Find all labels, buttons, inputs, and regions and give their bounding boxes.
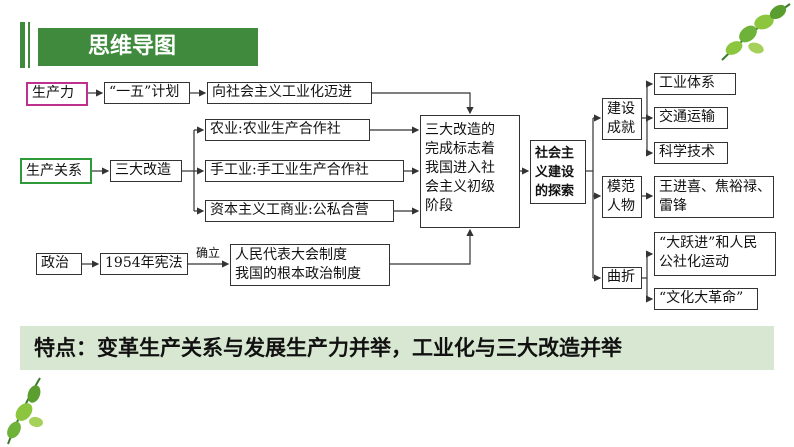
- leap-line: “大跃进”和人民: [659, 235, 758, 251]
- exploration-line: 社会主: [535, 146, 575, 161]
- achievements-line: 建设: [607, 101, 635, 117]
- models-line: 模范: [607, 179, 635, 195]
- node-industrial-system: 工业体系: [654, 73, 736, 95]
- node-agriculture: 农业:农业生产合作社: [205, 119, 370, 141]
- node-relations: 生产关系: [20, 158, 92, 184]
- node-politics: 政治: [36, 253, 82, 275]
- exploration-line: 义建设: [535, 165, 575, 180]
- model-names-line: 雷锋: [659, 198, 687, 214]
- achievements-line: 成就: [607, 120, 635, 136]
- congress-line: 人民代表大会制度: [235, 247, 347, 263]
- leap-line: 公社化运动: [659, 254, 729, 270]
- node-five-year-plan: “一五”计划: [104, 82, 190, 104]
- summary-banner: [20, 326, 774, 370]
- node-congress: 人民代表大会制度 我国的根本政治制度: [230, 244, 390, 286]
- node-productivity: 生产力: [26, 82, 88, 106]
- node-handicraft: 手工业:手工业生产合作社: [205, 160, 404, 182]
- model-names-line: 王进喜、焦裕禄、: [659, 179, 771, 195]
- summary-text: 特点：变革生产关系与发展生产力并举，工业化与三大改造并举: [34, 336, 622, 360]
- completion-line: 完成标志着: [425, 141, 495, 157]
- node-science: 科学技术: [654, 142, 728, 164]
- models-line: 人物: [607, 198, 635, 214]
- congress-line: 我国的根本政治制度: [235, 266, 361, 282]
- title-accent-bar: [20, 22, 25, 68]
- node-achievements: 建设 成就: [602, 98, 642, 140]
- exploration-line: 的探索: [535, 184, 575, 199]
- leaf-decoration-top-right: [721, 3, 791, 61]
- node-three-transformations: 三大改造: [110, 160, 182, 182]
- node-cultural-revolution: “文化大革命”: [654, 288, 758, 310]
- completion-line: 会主义初级: [425, 179, 495, 195]
- node-transport: 交通运输: [654, 107, 728, 129]
- completion-line: 我国进入社: [425, 160, 495, 176]
- completion-line: 阶段: [425, 198, 453, 214]
- node-setbacks: 曲折: [602, 267, 642, 289]
- node-industrialization: 向社会主义工业化迈进: [207, 82, 372, 104]
- leaf-decoration-bottom-left: [7, 377, 43, 445]
- node-constitution: 1954年宪法: [100, 253, 188, 275]
- completion-line: 三大改造的: [425, 122, 495, 138]
- node-model-names: 王进喜、焦裕禄、 雷锋: [654, 176, 774, 218]
- label-establish: 确立: [196, 246, 221, 260]
- node-models: 模范 人物: [602, 176, 642, 218]
- page-title: 思维导图: [38, 28, 258, 66]
- node-exploration: 社会主 义建设 的探索: [530, 140, 586, 204]
- node-capitalist: 资本主义工商业:公私合营: [205, 200, 394, 222]
- node-completion: 三大改造的 完成标志着 我国进入社 会主义初级 阶段: [420, 115, 520, 228]
- title-accent-bar-thin: [28, 22, 30, 68]
- node-leap: “大跃进”和人民 公社化运动: [654, 232, 776, 276]
